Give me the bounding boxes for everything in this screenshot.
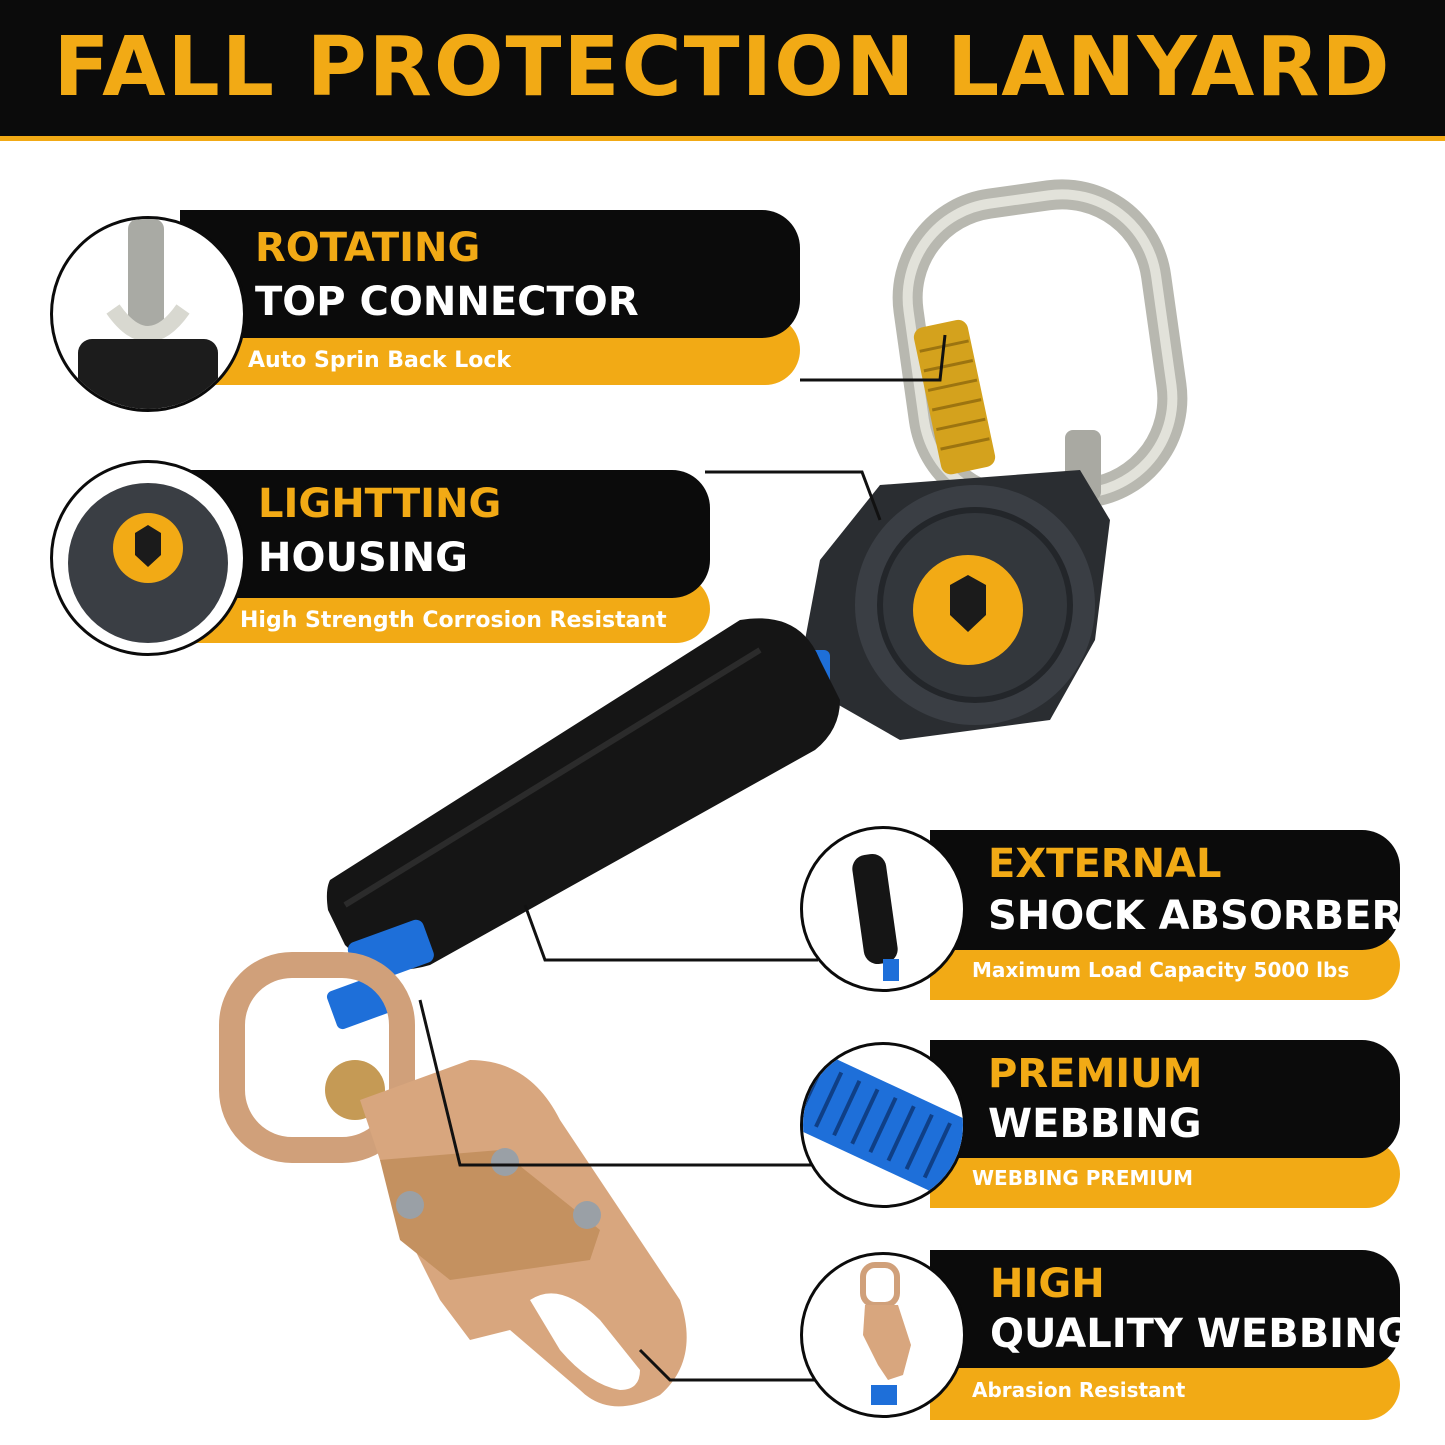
feature-subtitle: HOUSING (258, 535, 468, 581)
feature-card-rotating-connector: ROTATING TOP CONNECTOR Auto Sprin Back L… (50, 210, 810, 412)
feature-card-shock-absorber: EXTERNAL SHOCK ABSORBER Maximum Load Cap… (800, 826, 1410, 1010)
feature-subtitle: QUALITY WEBBING (990, 1311, 1411, 1357)
snap-hook-icon (800, 1252, 966, 1418)
shock-absorber-sleeve-icon (326, 618, 840, 970)
snap-hook-image (219, 952, 687, 1407)
feature-card-premium-webbing: PREMIUM WEBBING WEBBING PREMIUM (800, 1040, 1410, 1220)
feature-caption: Auto Sprin Back Lock (248, 348, 512, 373)
feature-caption: Abrasion Resistant (972, 1378, 1186, 1402)
feature-title: HIGH (990, 1261, 1105, 1307)
shock-absorber-icon (800, 826, 966, 992)
feature-title: PREMIUM (988, 1051, 1203, 1097)
feature-caption: Maximum Load Capacity 5000 lbs (972, 958, 1350, 982)
page-title: FALL PROTECTION LANYARD (53, 20, 1392, 115)
rotating-connector-icon (50, 216, 246, 412)
feature-subtitle: WEBBING (988, 1101, 1202, 1147)
header-banner: FALL PROTECTION LANYARD (0, 0, 1445, 141)
feature-subtitle: SHOCK ABSORBER (988, 893, 1403, 939)
feature-card-quality-webbing: HIGH QUALITY WEBBING Abrasion Resistant (800, 1250, 1410, 1430)
feature-card-housing: LIGHTTING HOUSING High Strength Corrosio… (50, 460, 720, 656)
feature-title: ROTATING (255, 225, 481, 271)
reel-housing-icon (805, 470, 1110, 740)
feature-title: EXTERNAL (988, 841, 1222, 887)
housing-icon (50, 460, 246, 656)
feature-caption: WEBBING PREMIUM (972, 1166, 1193, 1190)
webbing-icon (800, 1042, 966, 1208)
feature-title: LIGHTTING (258, 481, 502, 527)
feature-subtitle: TOP CONNECTOR (255, 279, 639, 325)
feature-caption: High Strength Corrosion Resistant (240, 608, 667, 633)
